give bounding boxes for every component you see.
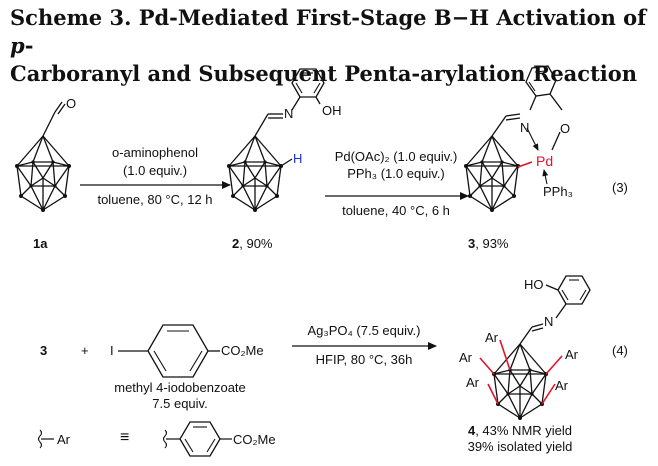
compound-3-phosphine-label: PPh₃ — [543, 184, 573, 199]
compound-3-structure — [463, 65, 563, 213]
step3-conditions: HFIP, 80 °C, 36h — [315, 352, 413, 367]
compound-4-nitrogen-label: N — [544, 314, 554, 329]
compound-2-caption: 2, 90% — [232, 236, 273, 251]
step1-conditions: toluene, 80 °C, 12 h — [97, 192, 213, 207]
scheme-title: Scheme 3. Pd-Mediated First-Stage B−H Ac… — [10, 4, 650, 88]
compound-4-aryl-label-lower-right: Ar — [555, 378, 568, 393]
compound-3-palladium-label: Pd — [536, 153, 554, 169]
compound-4-isolated-yield: 39% isolated yield — [467, 439, 573, 454]
aryl-iodide-name: methyl 4-iodobenzoate — [114, 380, 246, 395]
step3-reagent: Ag₃PO₄ (7.5 equiv.) — [307, 323, 421, 338]
compound-4-hydroxyl-label: HO — [524, 277, 544, 292]
aryl-iodide-ester-label: CO₂Me — [221, 343, 264, 358]
ar-definition-ester-label: CO₂Me — [233, 432, 276, 447]
step2-reagent-a: Pd(OAc)₂ (1.0 equiv.) — [334, 149, 458, 164]
equation-3-label: (3) — [612, 180, 628, 195]
plus-sign: + — [81, 343, 89, 358]
aryl-iodide-equiv: 7.5 equiv. — [152, 396, 208, 411]
aryl-iodide-structure — [118, 324, 220, 378]
step2-reagent-b: PPh₃ (1.0 equiv.) — [347, 166, 445, 181]
compound-1a-number: 1a — [33, 236, 48, 251]
compound-1a-structure — [14, 101, 72, 213]
compound-4-aryl-label-lower-left: Ar — [466, 375, 479, 390]
compound-3-caption: 3, 93% — [468, 236, 509, 251]
compound-2-nitrogen-label: N — [284, 106, 294, 121]
compound-3-oxygen-label: O — [560, 121, 571, 136]
compound-4-caption: 4, 43% NMR yield — [467, 423, 573, 438]
compound-4-aryl-label-right: Ar — [565, 347, 578, 362]
reactant-3-number: 3 — [40, 343, 48, 358]
step1-equiv: (1.0 equiv.) — [122, 163, 188, 178]
compound-4-aryl-label-left: Ar — [459, 350, 472, 365]
step1-reagent: o-aminophenol — [111, 145, 198, 160]
compound-4-aryl-label-top: Ar — [485, 330, 498, 345]
ar-definition-structure — [37, 421, 232, 457]
equation-4-label: (4) — [612, 343, 628, 358]
ar-definition-symbol: Ar — [57, 432, 70, 447]
scheme-title-line1: Scheme 3. Pd-Mediated First-Stage B−H Ac… — [10, 5, 647, 58]
compound-2-hydrogen-label: H — [293, 151, 303, 166]
compound-2-hydroxyl-label: OH — [322, 103, 342, 118]
iodine-label: I — [110, 343, 114, 358]
compound-4-structure — [479, 275, 591, 421]
compound-2-structure — [226, 68, 325, 213]
step2-conditions: toluene, 40 °C, 6 h — [342, 203, 450, 218]
aldehyde-oxygen-label: O — [66, 96, 77, 111]
ar-definition-equiv-sign: ≡ — [120, 429, 130, 446]
compound-3-nitrogen-label: N — [520, 120, 530, 135]
